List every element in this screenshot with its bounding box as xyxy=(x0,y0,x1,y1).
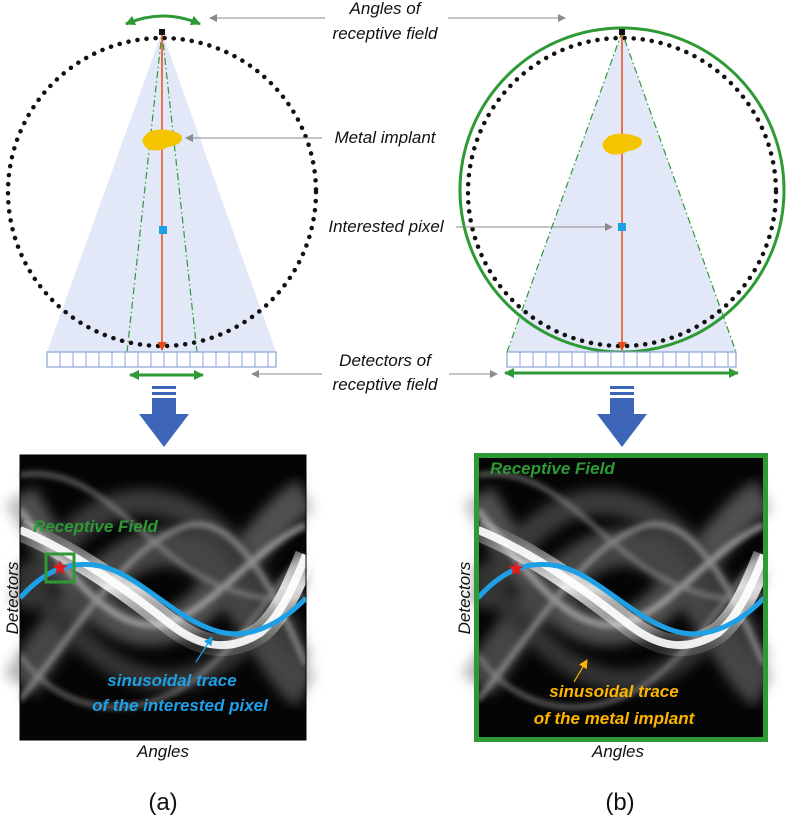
trace-label-a-line2: of the interested pixel xyxy=(92,696,269,715)
trace-label-b-line1: sinusoidal trace xyxy=(549,682,678,701)
receptive-field-label-a: Receptive Field xyxy=(33,517,158,536)
receptive-field-box-a xyxy=(44,552,76,584)
arrow-down-icon xyxy=(139,386,189,447)
sinogram-a: Receptive Field sinusoidal trace of the … xyxy=(20,455,306,740)
metal-implant-label: Metal implant xyxy=(334,128,436,147)
source-a xyxy=(159,29,165,35)
panel-caption-b: (b) xyxy=(605,789,634,816)
angles-rf-label-line1: Angles of xyxy=(349,0,423,18)
detector-array-b xyxy=(506,351,737,368)
scanner-a xyxy=(5,14,319,380)
metal-implant-b xyxy=(602,133,643,155)
center-labels: Angles of receptive field Metal implant … xyxy=(185,0,613,394)
star-icon xyxy=(52,560,68,575)
angle-arc-a xyxy=(125,14,201,26)
interested-pixel-label: Interested pixel xyxy=(328,217,445,236)
star-icon xyxy=(508,561,524,576)
trace-label-a-line1: sinusoidal trace xyxy=(107,671,236,690)
x-axis-label-a: Angles xyxy=(136,742,189,761)
receptive-field-box-b xyxy=(474,453,768,742)
source-b xyxy=(619,29,625,35)
interested-pixel-a xyxy=(159,226,167,234)
y-axis-label-a: Detectors xyxy=(3,561,22,634)
angles-rf-label-line2: receptive field xyxy=(333,24,438,43)
trace-pointer-b xyxy=(573,659,588,683)
panel-caption-a: (a) xyxy=(148,789,177,816)
sinogram-b: Receptive Field sinusoidal trace of the … xyxy=(477,455,766,740)
detectors-rf-label-line1: Detectors of xyxy=(339,351,433,370)
scan-trajectory-a xyxy=(5,35,319,349)
arrow-down-icon xyxy=(597,386,647,447)
trace-label-b-line2: of the metal implant xyxy=(534,709,696,728)
interested-pixel-b xyxy=(618,223,626,231)
metal-implant-a xyxy=(142,129,183,151)
detectors-rf-label-line2: receptive field xyxy=(333,375,438,394)
scan-trajectory-b xyxy=(465,35,779,349)
scanner-b xyxy=(458,26,786,378)
trace-pointer-a xyxy=(195,636,213,663)
y-axis-label-b: Detectors xyxy=(455,561,474,634)
x-axis-label-b: Angles xyxy=(591,742,644,761)
receptive-field-label-b: Receptive Field xyxy=(490,459,615,478)
detector-array-a xyxy=(46,351,277,368)
